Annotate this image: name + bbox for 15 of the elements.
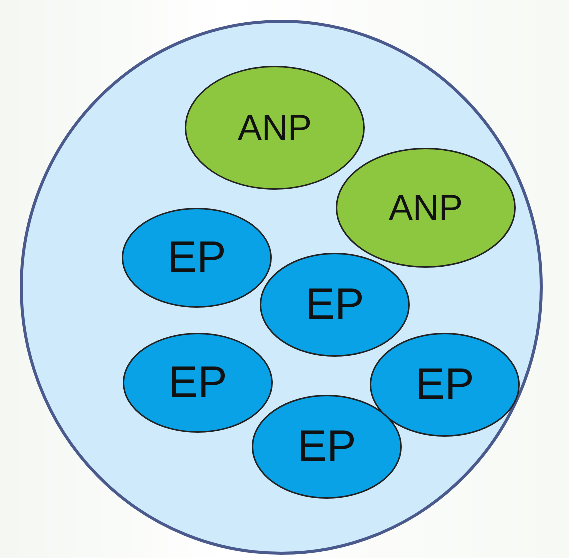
node-label: ANP <box>388 190 464 226</box>
node-label: EP <box>168 361 228 405</box>
oval-node <box>122 208 272 308</box>
node-label: ANP <box>238 110 312 146</box>
outer-circle <box>20 20 543 555</box>
oval-node <box>370 333 520 437</box>
node-label: EP <box>416 363 474 407</box>
oval-node <box>185 66 365 190</box>
oval-node <box>252 395 402 499</box>
oval-node <box>336 148 516 268</box>
oval-node <box>123 333 273 433</box>
oval-node <box>260 253 410 357</box>
node-label: EP <box>168 236 226 280</box>
node-label: EP <box>298 425 356 469</box>
node-label: EP <box>306 283 364 327</box>
